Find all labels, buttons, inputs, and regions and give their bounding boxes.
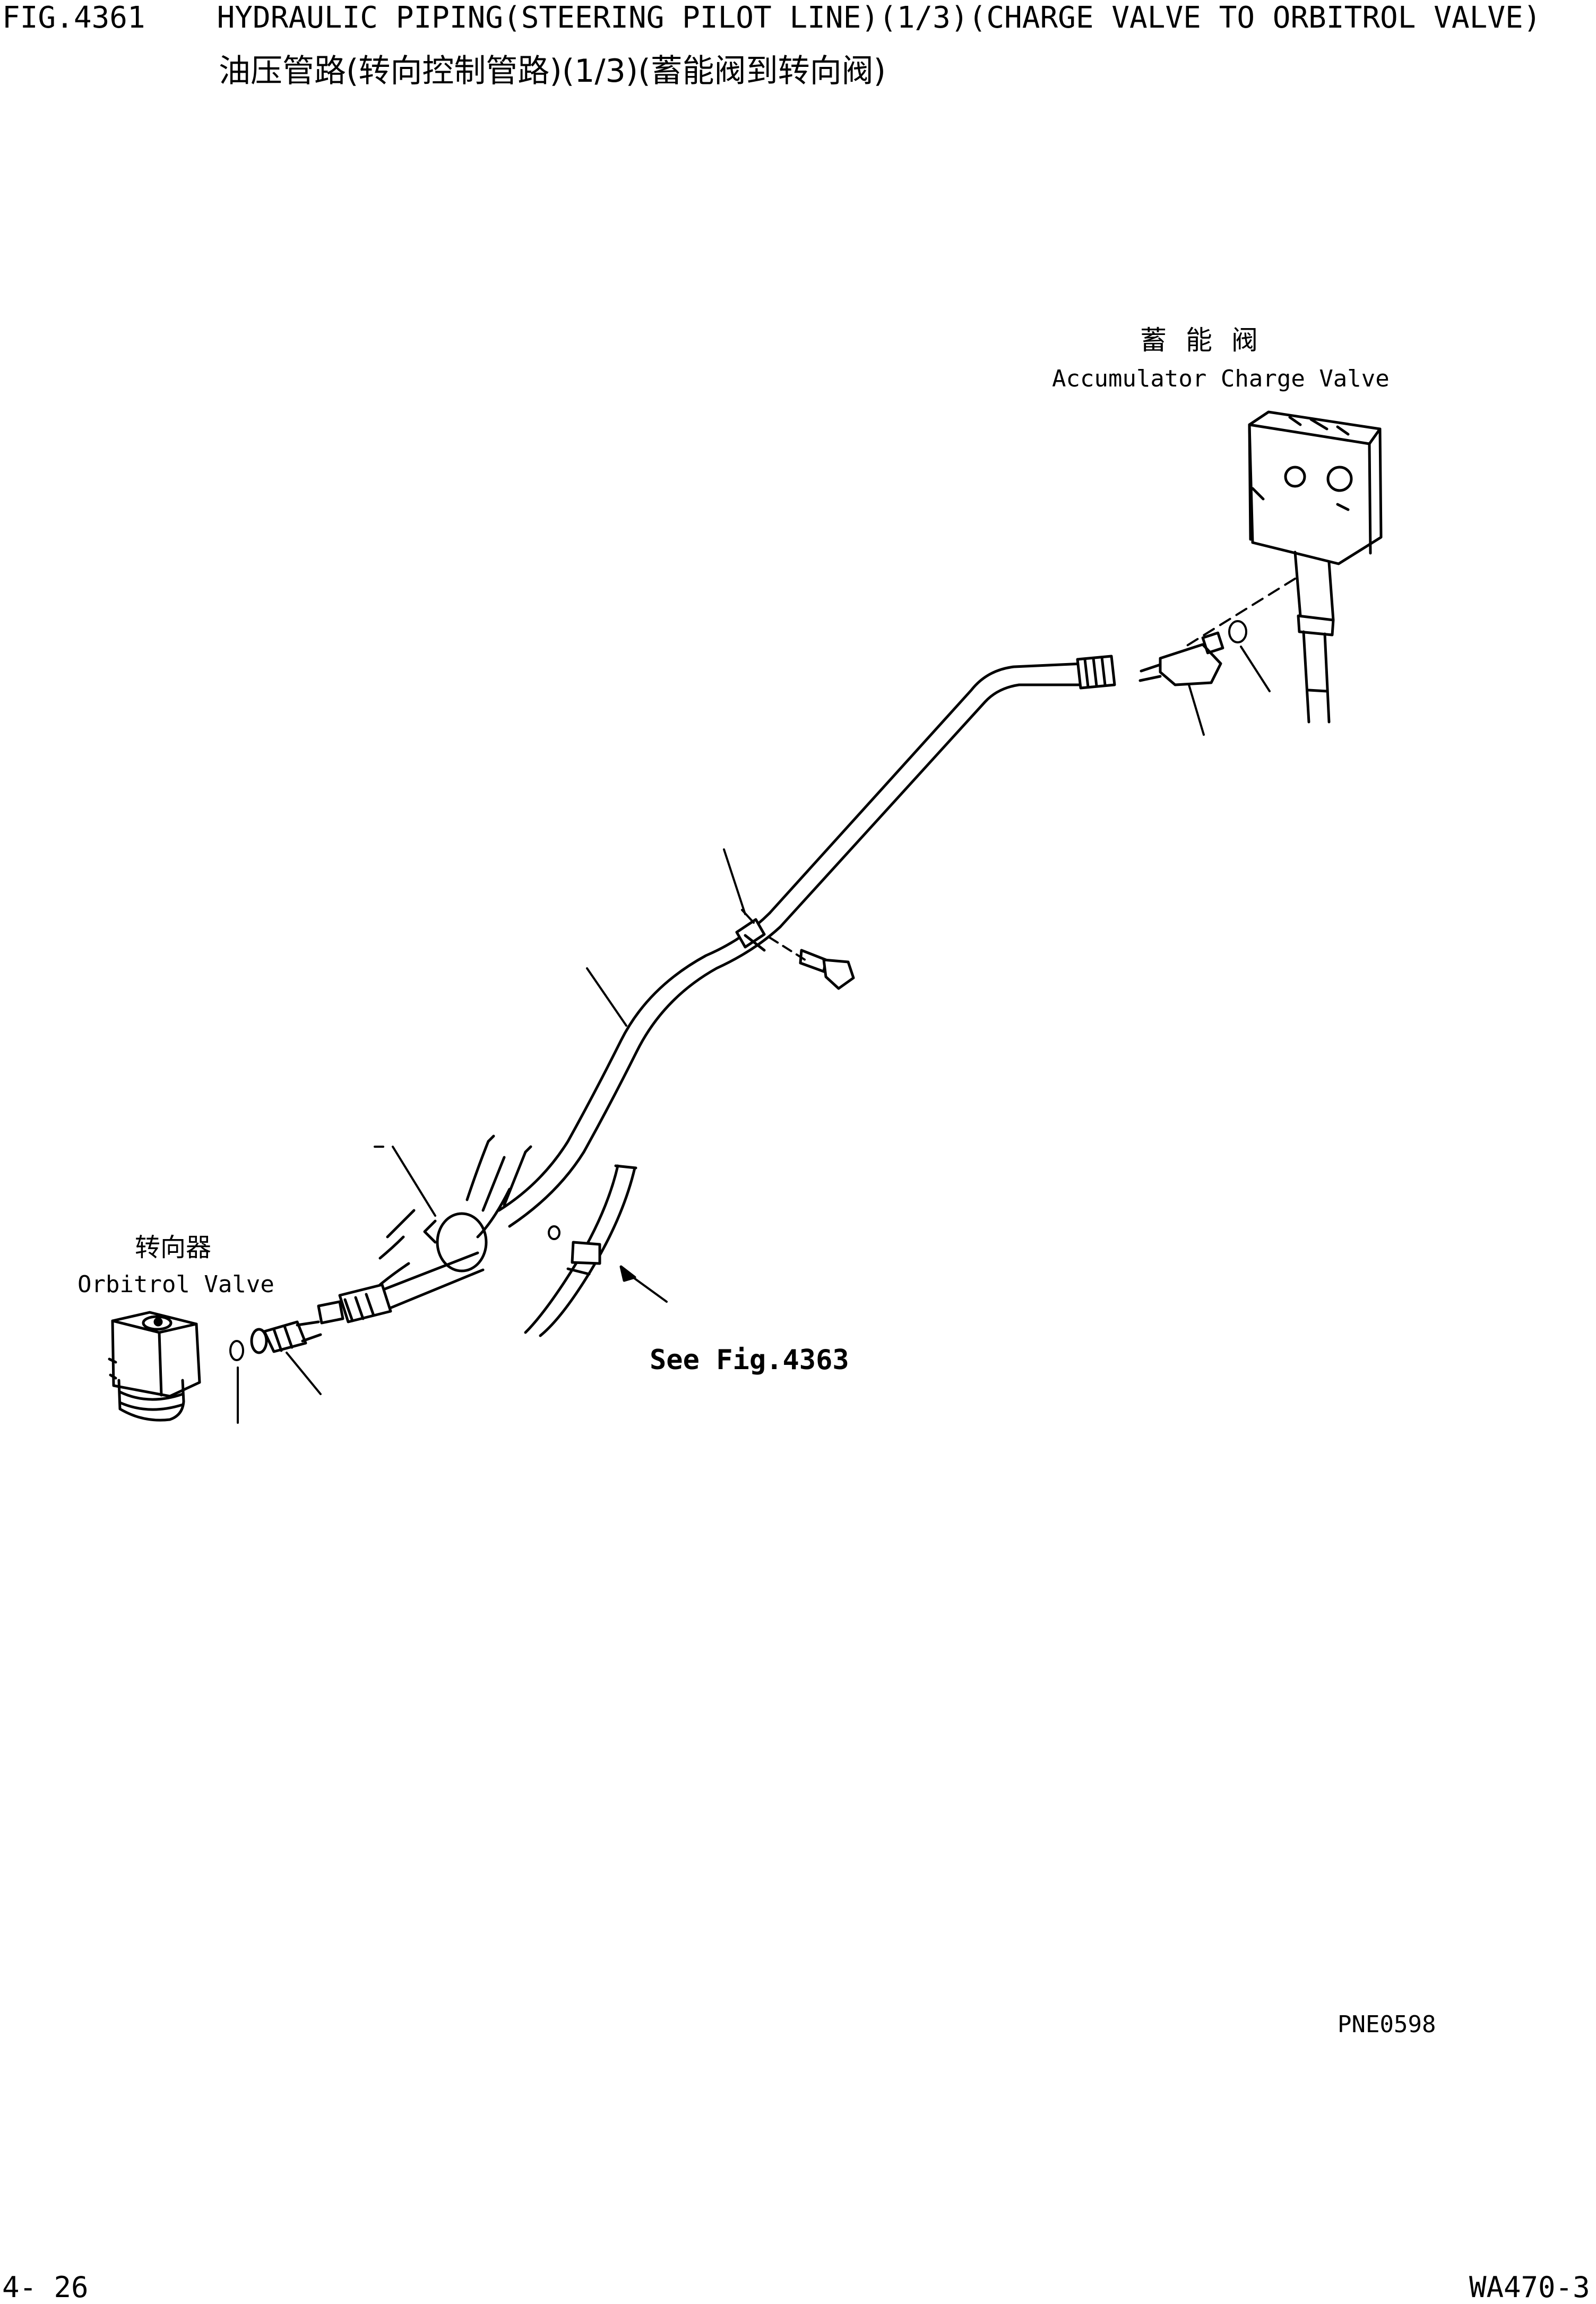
- drawing-number: PNE0598: [1338, 2011, 1436, 2038]
- page-number: 4- 26: [2, 2271, 89, 2304]
- pipe-clamp-bundle: [317, 1134, 532, 1325]
- figure-subtitle-chinese: 油压管路(转向控制管路)(1/3)(蓄能阀到转向阀): [219, 53, 886, 90]
- machine-model: WA470-3: [1469, 2271, 1590, 2304]
- orbitrol-fitting: [229, 1320, 322, 1424]
- orbitrol-label-chinese: 转向器: [135, 1233, 212, 1262]
- orbitrol-valve: [108, 1311, 201, 1422]
- accumulator-charge-valve: [1183, 410, 1383, 724]
- accumulator-label-chinese: 蓄能阀: [1140, 325, 1277, 356]
- accumulator-label: Accumulator Charge Valve: [1052, 365, 1390, 392]
- pipe-clamp-upper: [723, 848, 855, 990]
- figure-title: FIG.4361 HYDRAULIC PIPING(STEERING PILOT…: [2, 1, 1541, 35]
- steering-pilot-pipe: [497, 655, 1116, 1228]
- separate-hose: [524, 1164, 668, 1337]
- orbitrol-label: Orbitrol Valve: [77, 1271, 274, 1298]
- accumulator-fitting: [1138, 620, 1271, 736]
- cross-reference-label: See Fig.4363: [650, 1344, 849, 1376]
